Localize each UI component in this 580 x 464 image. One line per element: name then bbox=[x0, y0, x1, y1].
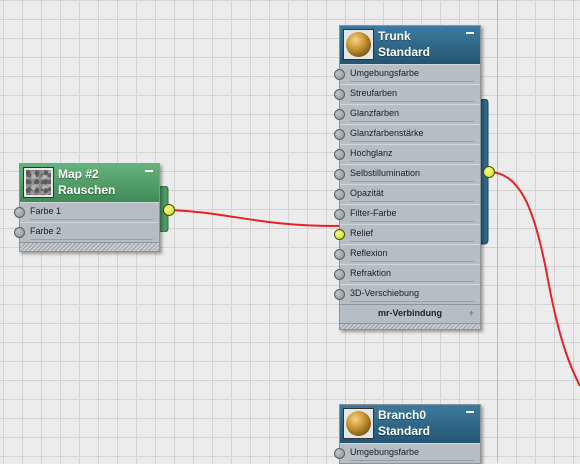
map-node-title: Map #2 bbox=[58, 167, 99, 181]
slot-label: Umgebungsfarbe bbox=[350, 66, 474, 82]
slot-label: Refraktion bbox=[350, 266, 474, 282]
slot-label: Relief bbox=[350, 226, 474, 242]
trunk-slot-selbstillumination[interactable]: Selbstillumination bbox=[334, 164, 480, 184]
input-socket-icon[interactable] bbox=[334, 69, 345, 80]
map-node-header[interactable]: Map #2 Rauschen bbox=[20, 164, 159, 202]
input-socket-icon[interactable] bbox=[334, 169, 345, 180]
branch-node-title: Branch0 bbox=[378, 408, 427, 422]
trunk-slot-relief[interactable]: Relief bbox=[334, 224, 480, 244]
trunk-slot-streufarben[interactable]: Streufarben bbox=[334, 84, 480, 104]
collapse-icon[interactable] bbox=[145, 170, 153, 172]
trunk-node-header[interactable]: Trunk Standard bbox=[340, 26, 480, 64]
input-socket-icon[interactable] bbox=[334, 109, 345, 120]
trunk-output-socket-icon[interactable] bbox=[483, 166, 495, 178]
slot-label: Selbstillumination bbox=[350, 166, 474, 182]
branch-node[interactable]: Branch0 Standard Umgebungsfarbe bbox=[334, 404, 481, 464]
trunk-slot-glanzfarbenstaerke[interactable]: Glanzfarbenstärke bbox=[334, 124, 480, 144]
input-socket-icon[interactable] bbox=[334, 89, 345, 100]
trunk-slot-reflexion[interactable]: Reflexion bbox=[334, 244, 480, 264]
resize-grip[interactable] bbox=[340, 323, 480, 329]
slot-label: Glanzfarben bbox=[350, 106, 474, 122]
slot-label: 3D-Verschiebung bbox=[350, 286, 474, 302]
trunk-slot-refraktion[interactable]: Refraktion bbox=[334, 264, 480, 284]
slot-label: Umgebungsfarbe bbox=[350, 445, 474, 461]
mr-connection-rollout[interactable]: mr-Verbindung + bbox=[340, 304, 480, 323]
wire-map2-to-relief[interactable] bbox=[168, 209, 340, 227]
slot-label: Reflexion bbox=[350, 246, 474, 262]
slot-label: Glanzfarbenstärke bbox=[350, 126, 474, 142]
map-output-socket-icon[interactable] bbox=[163, 204, 175, 216]
map-node[interactable]: Map #2 Rauschen Farbe 1 Farbe 2 bbox=[14, 163, 160, 252]
input-socket-icon[interactable] bbox=[334, 189, 345, 200]
trunk-slot-umgebungsfarbe[interactable]: Umgebungsfarbe bbox=[334, 64, 480, 84]
map-slot-farbe-2[interactable]: Farbe 2 bbox=[14, 222, 159, 242]
slot-label: Opazität bbox=[350, 186, 474, 202]
input-socket-icon[interactable] bbox=[334, 289, 345, 300]
slot-label: Hochglanz bbox=[350, 146, 474, 162]
slot-label: Streufarben bbox=[350, 86, 474, 102]
material-sphere-icon bbox=[343, 408, 374, 439]
branch-node-header[interactable]: Branch0 Standard bbox=[340, 405, 480, 443]
input-socket-icon[interactable] bbox=[14, 227, 25, 238]
slot-label: Farbe 1 bbox=[30, 204, 153, 220]
noise-thumbnail-icon bbox=[23, 167, 54, 198]
branch-node-subtitle: Standard bbox=[378, 424, 431, 438]
trunk-node-subtitle: Standard bbox=[378, 45, 431, 59]
input-socket-icon[interactable] bbox=[14, 207, 25, 218]
input-socket-connected-icon[interactable] bbox=[334, 229, 345, 240]
input-socket-icon[interactable] bbox=[334, 448, 345, 459]
trunk-slot-opazitaet[interactable]: Opazität bbox=[334, 184, 480, 204]
input-socket-icon[interactable] bbox=[334, 269, 345, 280]
grid-major-line bbox=[497, 0, 498, 461]
slot-label: Farbe 2 bbox=[30, 224, 153, 240]
resize-grip[interactable] bbox=[20, 242, 159, 251]
mr-connection-label: mr-Verbindung bbox=[377, 308, 442, 318]
input-socket-icon[interactable] bbox=[334, 209, 345, 220]
collapse-icon[interactable] bbox=[466, 411, 474, 413]
trunk-slot-hochglanz[interactable]: Hochglanz bbox=[334, 144, 480, 164]
trunk-slot-glanzfarben[interactable]: Glanzfarben bbox=[334, 104, 480, 124]
collapse-icon[interactable] bbox=[466, 32, 474, 34]
branch-slot-umgebungsfarbe[interactable]: Umgebungsfarbe bbox=[334, 443, 480, 463]
trunk-slot-filter-farbe[interactable]: Filter-Farbe bbox=[334, 204, 480, 224]
trunk-slot-3d-verschiebung[interactable]: 3D-Verschiebung bbox=[334, 284, 480, 304]
trunk-node[interactable]: Trunk Standard Umgebungsfarbe Streufarbe… bbox=[334, 25, 481, 330]
input-socket-icon[interactable] bbox=[334, 249, 345, 260]
input-socket-icon[interactable] bbox=[334, 129, 345, 140]
material-sphere-icon bbox=[343, 29, 374, 60]
expand-plus-icon[interactable]: + bbox=[468, 308, 474, 318]
map-node-subtitle: Rauschen bbox=[58, 183, 116, 197]
map-slot-farbe-1[interactable]: Farbe 1 bbox=[14, 202, 159, 222]
trunk-node-title: Trunk bbox=[378, 29, 411, 43]
slot-label: Filter-Farbe bbox=[350, 206, 474, 222]
wire-trunk-output[interactable] bbox=[488, 171, 580, 387]
input-socket-icon[interactable] bbox=[334, 149, 345, 160]
